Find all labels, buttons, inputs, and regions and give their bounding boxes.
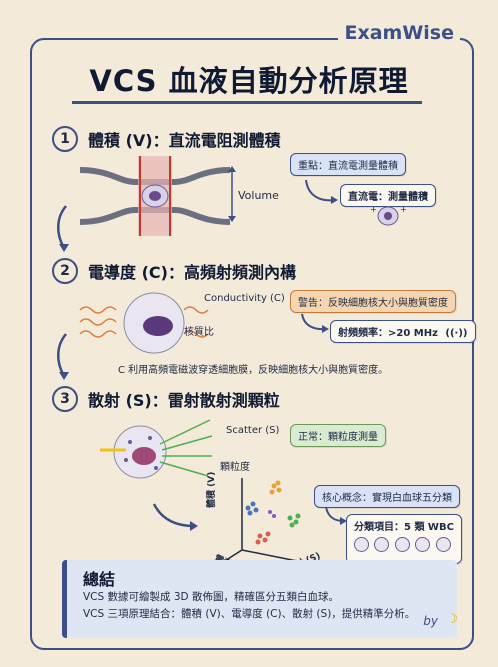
wbc-icon-row	[354, 537, 454, 555]
conductivity-label: Conductivity (C)	[204, 293, 285, 304]
section-1-title: 體積 (V)：直流電阻測體積	[88, 131, 281, 150]
section-2-title: 電導度 (C)：高頻射頻測內構	[88, 263, 296, 282]
to-3d-arrow	[152, 503, 198, 531]
section-3-curve-arrow	[325, 506, 347, 525]
page-frame	[30, 38, 474, 650]
section-1-note-box: 重點：直流電測量體積	[290, 153, 406, 176]
summary-line-1: VCS 數據可繪製成 3D 散佈圖，精確區分五類白血球。	[83, 591, 339, 603]
section-2-number: 2	[52, 258, 78, 284]
nuclear-ratio-label: 核質比	[184, 327, 214, 338]
section-3-normal-box: 正常：顆粒度測量	[290, 424, 386, 447]
wbc-icon	[354, 537, 369, 552]
title-underline	[72, 101, 422, 104]
section-3-class-box: 分類項目：5 類 WBC	[346, 514, 462, 564]
dc-cell-icon: + +	[370, 205, 407, 226]
scatter-label: Scatter (S)	[226, 425, 280, 436]
banana-icon: ☽	[446, 612, 458, 627]
volume-arrow	[228, 166, 236, 222]
summary-title: 總結	[83, 570, 116, 589]
svg-text:+: +	[370, 205, 377, 214]
wbc-icon	[374, 537, 390, 552]
section-2-freq-box: 射頻頻率：>20 MHz ((·))	[330, 320, 476, 343]
scatter-diagram	[100, 419, 213, 479]
brand-logo: ExamWise	[338, 22, 460, 44]
page-title: VCS 血液自動分析原理	[89, 64, 409, 98]
byline: by	[423, 614, 438, 628]
section-2-caption: C 利用高頻電磁波穿透細胞膜，反映細胞核大小與胞質密度。	[118, 365, 389, 376]
granularity-label: 顆粒度	[220, 462, 250, 473]
aperture-diagram	[79, 156, 231, 236]
radio-wave-icon: ((·))	[445, 328, 468, 339]
summary-panel: 總結 VCS 數據可繪製成 3D 散佈圖，精確區分五類白血球。 VCS 三項原理…	[62, 560, 457, 638]
summary-line-2: VCS 三項原理結合：體積 (V)、電導度 (C)、散射 (S)，提供精準分析。	[83, 608, 416, 620]
flow-arrow-2	[57, 333, 69, 380]
section-3-number: 3	[52, 386, 78, 412]
axis-label-volume: 體積 (V)	[207, 471, 217, 508]
conductivity-diagram	[79, 292, 209, 354]
freq-label: 射頻頻率：>20 MHz	[338, 328, 438, 339]
section-1-number: 1	[52, 126, 78, 152]
section-1-curve-arrow	[305, 179, 338, 204]
svg-text:+: +	[400, 205, 407, 214]
section-2-curve-arrow	[301, 313, 329, 333]
section-3-title: 散射 (S)：雷射散射測顆粒	[88, 391, 280, 410]
wbc-icon	[415, 537, 431, 552]
section-2-warning-box: 警告：反映細胞核大小與胞質密度	[290, 290, 456, 313]
flow-arrow-1	[57, 205, 69, 252]
section-3-core-box: 核心概念：實現白血球五分類	[314, 485, 460, 508]
wbc-icon	[394, 537, 410, 552]
class-box-label: 分類項目：5 類 WBC	[354, 522, 454, 533]
volume-label: Volume	[238, 189, 279, 202]
wbc-icon	[435, 537, 451, 552]
